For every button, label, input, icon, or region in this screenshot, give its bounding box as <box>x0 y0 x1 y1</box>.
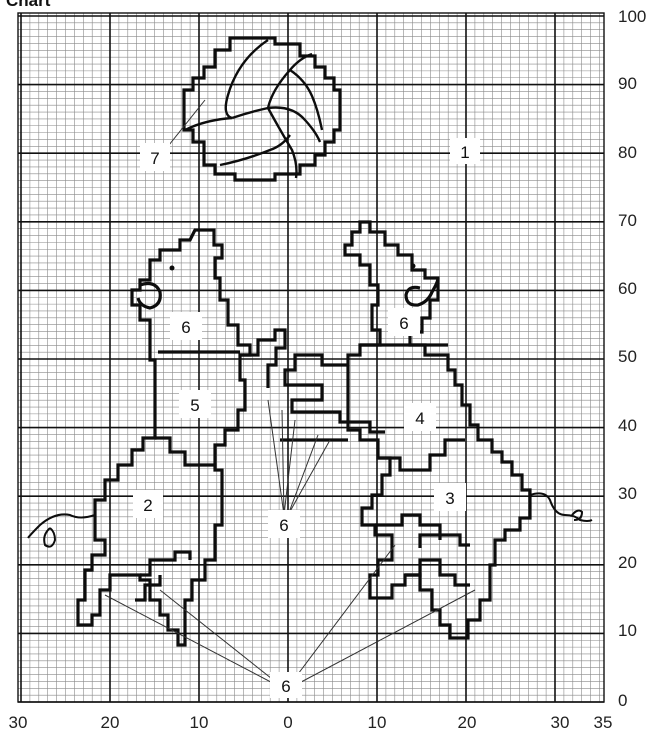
left-bear <box>28 230 285 645</box>
grid-major-lines <box>18 13 604 702</box>
svg-text:5: 5 <box>190 396 199 415</box>
x-tick-label: 30 <box>551 713 570 732</box>
left-bear-eye <box>170 266 175 271</box>
svg-text:6: 6 <box>281 677 290 696</box>
svg-text:2: 2 <box>143 496 152 515</box>
y-tick-label: 50 <box>618 347 637 366</box>
y-tick-label: 0 <box>618 691 627 710</box>
y-tick-label: 60 <box>618 279 637 298</box>
y-tick-label: 30 <box>618 484 637 503</box>
svg-text:6: 6 <box>279 516 288 535</box>
svg-text:4: 4 <box>415 409 424 428</box>
y-tick-label: 40 <box>618 416 637 435</box>
area-label-6-left-head: 6 <box>170 312 202 340</box>
svg-text:3: 3 <box>445 489 454 508</box>
y-axis-tick-labels: 0 10 20 30 40 50 60 70 80 90 100 <box>618 7 646 710</box>
area-label-2: 2 <box>133 490 163 518</box>
x-tick-label: 20 <box>101 713 120 732</box>
area-label-6-feet: 6 <box>270 672 302 698</box>
x-axis-tick-labels: 30 20 10 0 10 20 30 35 <box>9 713 613 732</box>
x-tick-label: 35 <box>594 713 613 732</box>
svg-text:1: 1 <box>460 143 469 162</box>
area-label-3: 3 <box>434 483 466 511</box>
x-tick-label: 10 <box>190 713 209 732</box>
y-tick-label: 80 <box>618 143 637 162</box>
grid-fine-lines <box>18 13 604 702</box>
area-label-5: 5 <box>179 390 211 418</box>
area-label-1: 1 <box>450 138 480 164</box>
y-tick-label: 10 <box>618 621 637 640</box>
area-label-4: 4 <box>404 403 436 431</box>
svg-text:6: 6 <box>181 318 190 337</box>
left-bear-arm-paws <box>140 330 285 575</box>
area-label-7: 7 <box>140 143 170 171</box>
svg-text:6: 6 <box>399 314 408 333</box>
y-tick-label: 70 <box>618 211 637 230</box>
x-tick-label: 0 <box>283 713 292 732</box>
grid-border <box>18 13 604 702</box>
area-label-6-right-head: 6 <box>388 308 420 336</box>
x-tick-label: 30 <box>9 713 28 732</box>
x-tick-label: 10 <box>368 713 387 732</box>
volleyball <box>184 38 340 180</box>
area-label-6-paws: 6 <box>268 510 300 538</box>
y-tick-label: 100 <box>618 7 646 26</box>
y-tick-label: 90 <box>618 74 637 93</box>
right-bear-eye <box>411 264 416 269</box>
svg-text:7: 7 <box>150 149 159 168</box>
x-tick-label: 20 <box>458 713 477 732</box>
y-tick-label: 20 <box>618 553 637 572</box>
